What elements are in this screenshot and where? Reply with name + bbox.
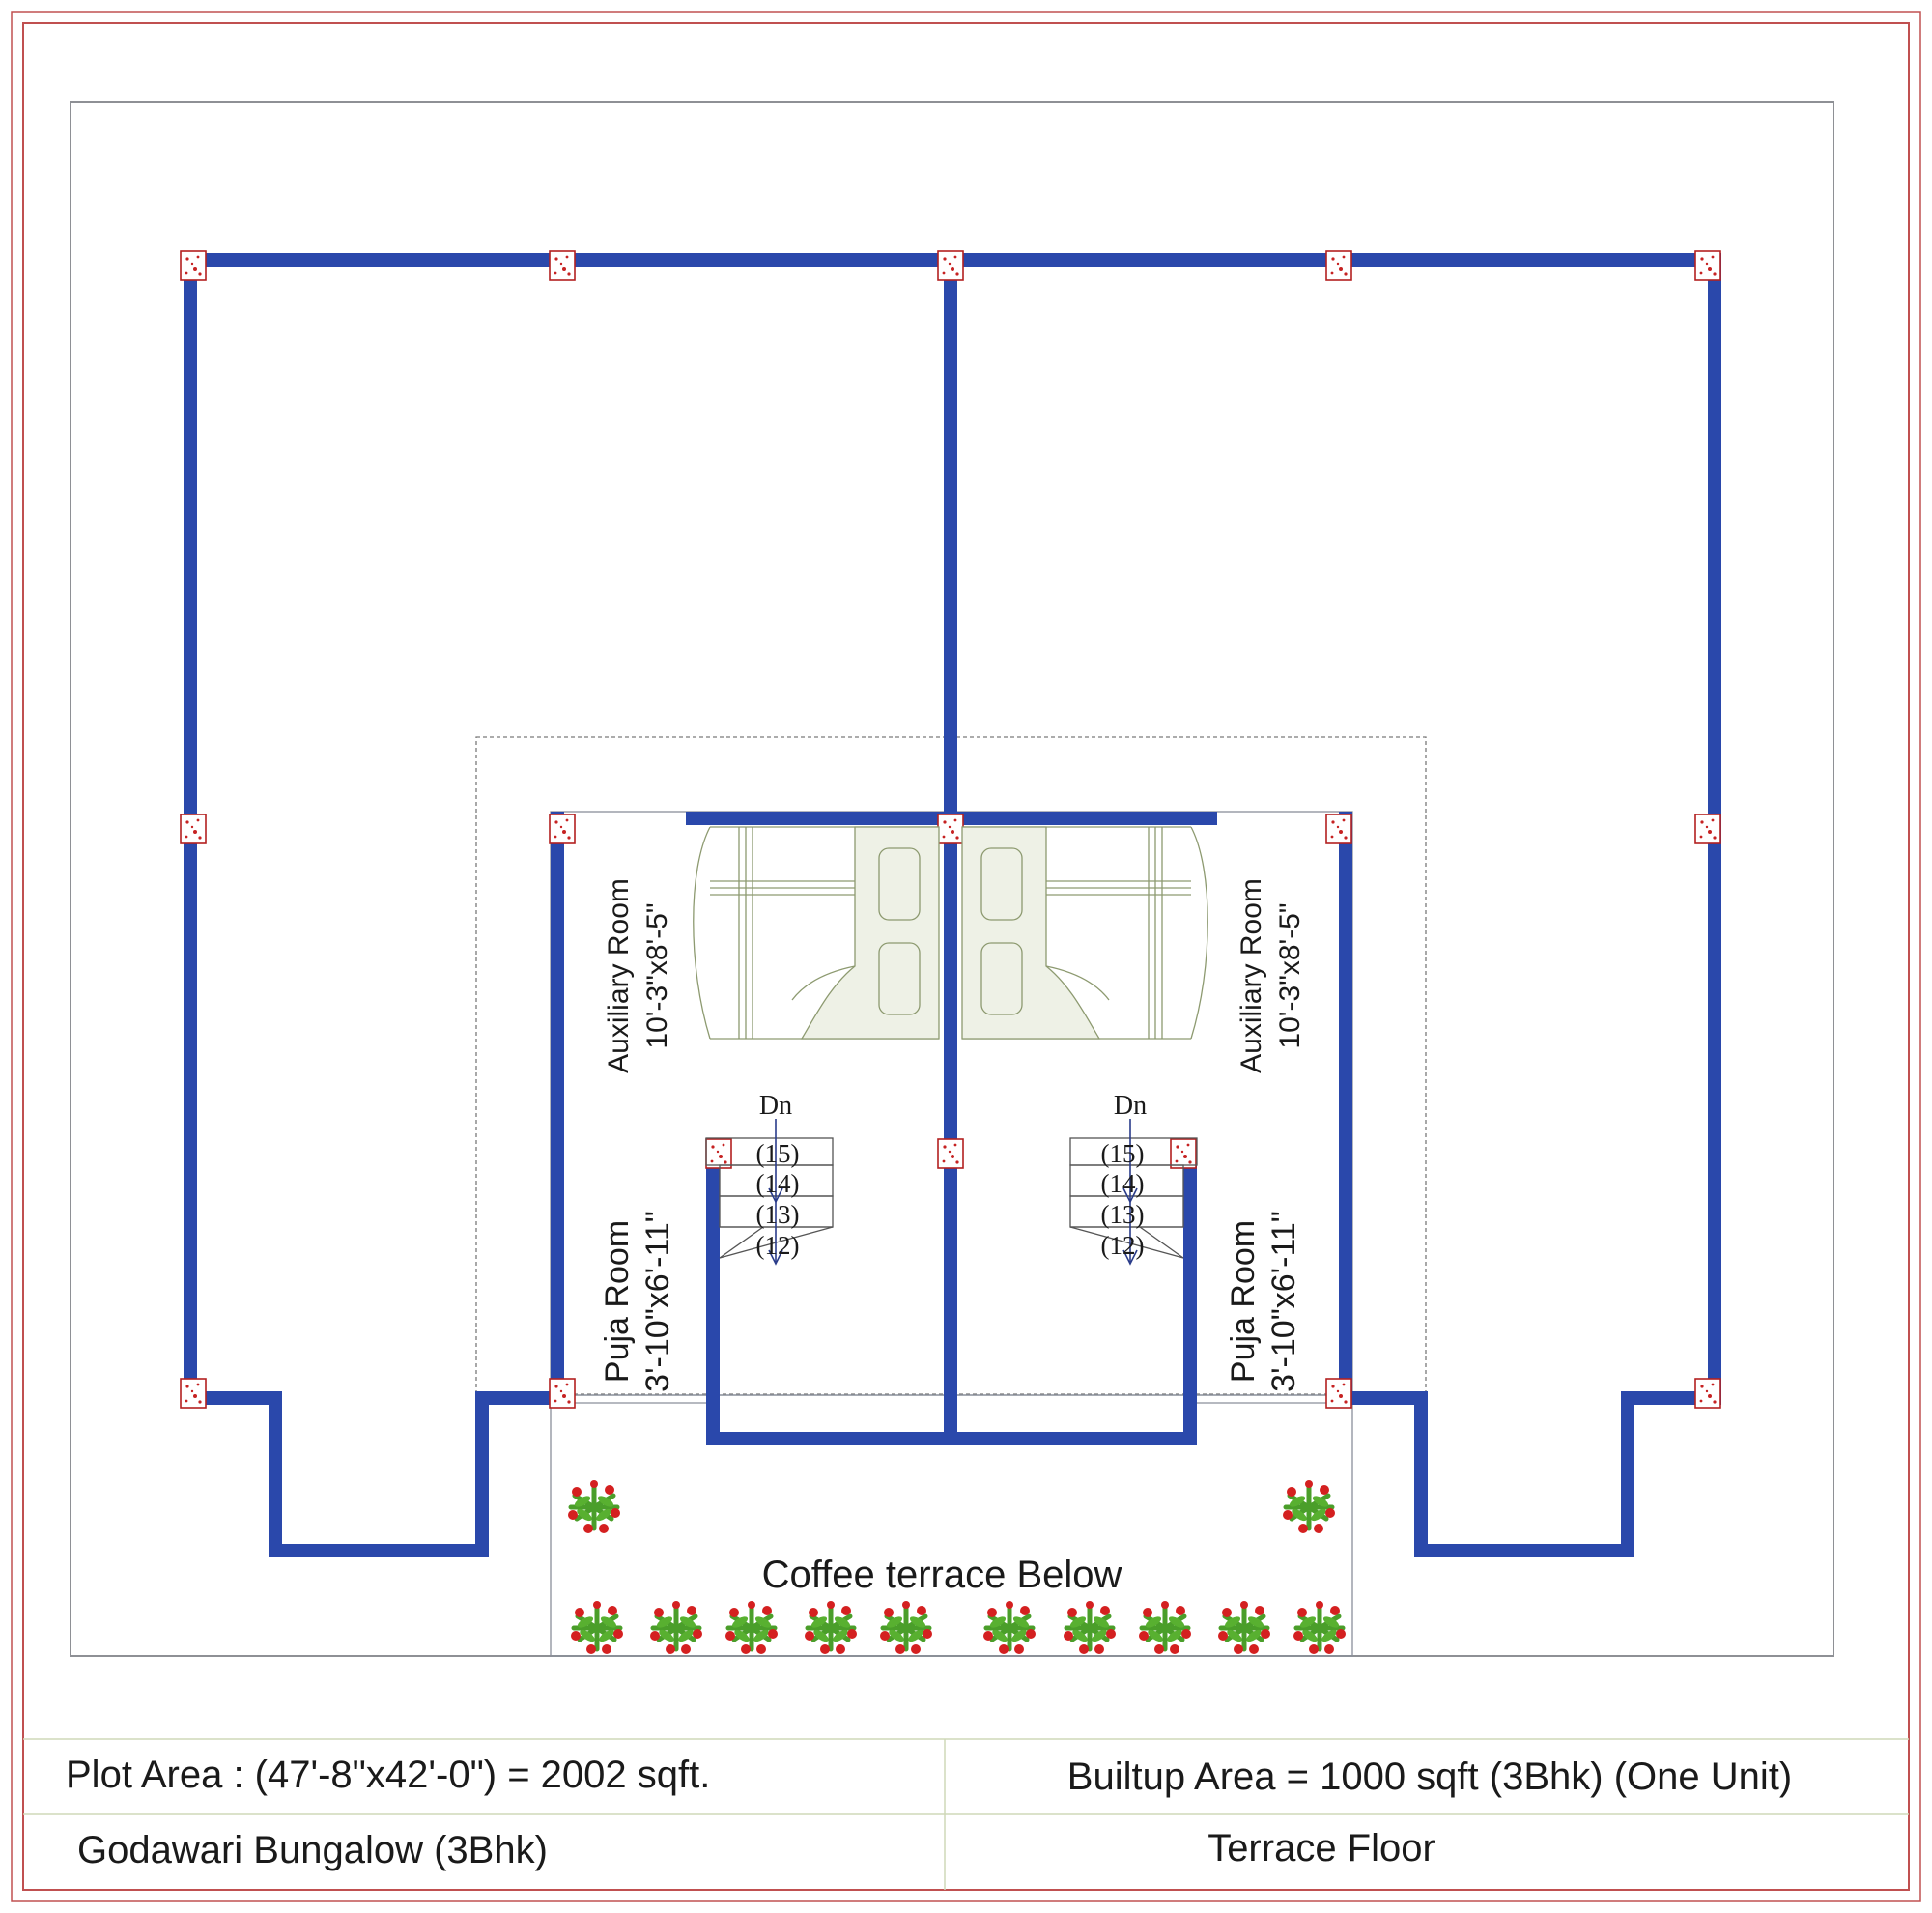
room-label-auxiliary-left: Auxiliary Room 10'-3"x8'-5" [603,878,673,1073]
svg-text:10'-3"x8'-5": 10'-3"x8'-5" [1274,902,1306,1048]
project-name-text: Godawari Bungalow (3Bhk) [77,1829,548,1871]
stair-right: Dn (15) (14) (13) (12) [1069,1091,1198,1266]
stair-right-step-12: (12) [1101,1231,1145,1260]
svg-text:10'-3"x8'-5": 10'-3"x8'-5" [641,902,673,1048]
sheet-inner-border [22,22,1910,1891]
stair-left: Dn (15) (14) (13) (12) [705,1091,834,1266]
plant-icon [650,1601,702,1654]
title-block: Plot Area : (47'-8"x42'-0") = 2002 sqft.… [23,1738,1909,1890]
stair-right-step-15: (15) [1101,1139,1145,1168]
stair-right-step-14: (14) [1101,1169,1145,1198]
svg-text:Puja Room: Puja Room [599,1220,636,1383]
svg-text:3'-10"x6'-11": 3'-10"x6'-11" [639,1211,676,1392]
plant-icon [568,1480,620,1533]
stair-left-dn: Dn [759,1091,792,1121]
plant-icon [1064,1601,1116,1654]
floor-name-text: Terrace Floor [1208,1827,1435,1870]
stair-right-dn: Dn [1114,1091,1147,1121]
plant-icon [983,1601,1036,1654]
room-label-puja-left: Puja Room 3'-10"x6'-11" [599,1211,676,1392]
plant-icon [1218,1601,1270,1654]
stair-left-step-13: (13) [756,1200,800,1229]
plant-icon [805,1601,857,1654]
bed-left [693,826,940,1040]
builtup-area-text: Builtup Area = 1000 sqft (3Bhk) (One Uni… [1067,1756,1792,1798]
plant-icon [1139,1601,1191,1654]
svg-text:3'-10"x6'-11": 3'-10"x6'-11" [1265,1211,1302,1392]
sheet-outer-border [11,11,1921,1902]
stair-right-step-13: (13) [1101,1200,1145,1229]
bed-right [961,826,1208,1040]
svg-text:Puja Room: Puja Room [1225,1220,1262,1383]
plant-icon [1283,1480,1335,1533]
stair-left-step-14: (14) [756,1169,800,1198]
plant-icon [571,1601,623,1654]
stair-left-step-15: (15) [756,1139,800,1168]
plant-icon [880,1601,932,1654]
plant-icon [1293,1601,1346,1654]
plot-area-text: Plot Area : (47'-8"x42'-0") = 2002 sqft. [66,1754,710,1796]
plant-icon [725,1601,778,1654]
stair-left-step-12: (12) [756,1231,800,1260]
svg-text:Auxiliary Room: Auxiliary Room [1236,878,1267,1073]
room-label-puja-right: Puja Room 3'-10"x6'-11" [1225,1211,1302,1392]
room-label-auxiliary-right: Auxiliary Room 10'-3"x8'-5" [1236,878,1306,1073]
coffee-terrace-label: Coffee terrace Below [762,1554,1122,1596]
svg-text:Auxiliary Room: Auxiliary Room [603,878,635,1073]
walls [184,253,1721,1557]
